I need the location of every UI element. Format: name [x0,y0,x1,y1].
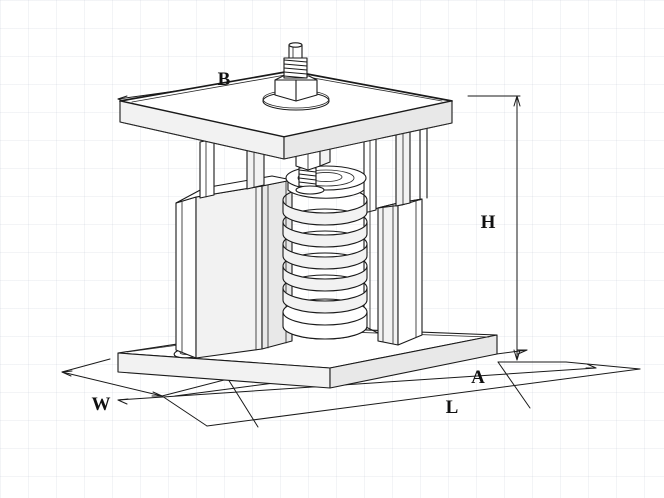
spring-coil-4-front [282,265,368,292]
dimension-label-b: B [218,69,231,90]
left-bracket-front [195,185,263,359]
dimension-arrow-w-b [151,391,163,397]
spring-coil-3-front [282,243,368,270]
ground-guide-left-a [227,378,259,428]
dimension-label-h: H [481,212,496,233]
post-left-a [199,138,215,199]
coil-spring [282,165,368,340]
left-bracket [175,175,293,359]
right-bracket [363,198,423,346]
dimension-label-a: A [471,367,485,388]
ground-guide-front [206,368,641,427]
dimension-ext-w-right [161,378,229,397]
dimension-arrow-l-b [585,363,597,369]
base-plate-right-face [329,334,498,389]
dimension-arrow-h-top [513,95,521,107]
right-bracket-side [397,198,423,346]
dimension-label-w: W [92,394,111,415]
left-bracket-side [175,196,197,359]
dimension-arrow-a [516,349,528,355]
dimension-line-l [117,367,597,401]
spring-coil-1-front [282,199,368,226]
inner-bolt-lower-threads [298,169,317,189]
top-plate-bottom-edge [119,121,453,160]
ground-guide-right [565,361,641,370]
ground-guide-right-b [497,361,531,409]
top-bolt [262,42,330,111]
dimension-label-l: L [446,397,459,418]
spring-top-seat-inner [297,169,355,187]
dimension-labels-group: B H W A L [92,69,496,418]
dimension-line-w [61,371,163,397]
dimension-ext-w-left [61,358,111,373]
spring-coil-2-front [282,221,368,248]
top-bolt-threads [283,59,308,79]
spring-coil-5-front [282,287,368,314]
ground-guide-left-b [161,395,208,427]
top-bolt-tip-cap [288,42,303,48]
dimension-arrow-l-a [117,398,129,405]
right-bracket-front [377,202,399,346]
inner-bolt-washer [295,185,325,195]
